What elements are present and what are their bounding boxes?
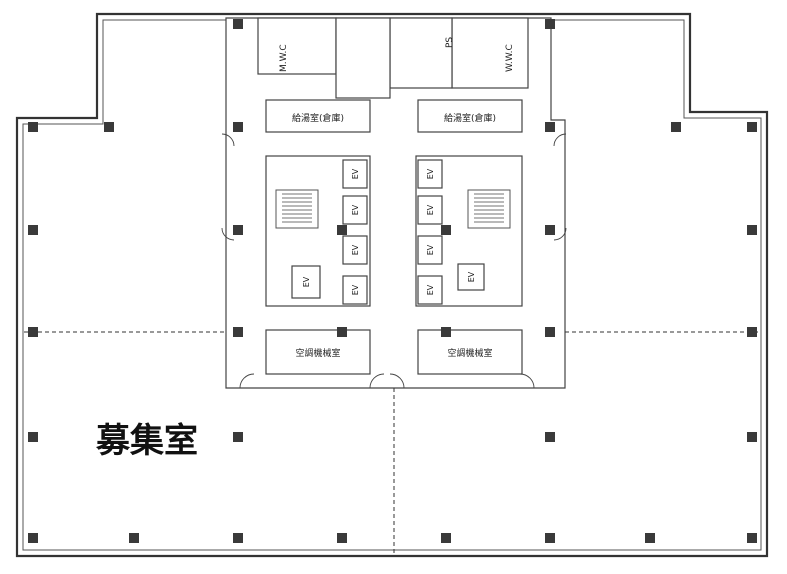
- structural-column: [28, 533, 38, 543]
- restroom-right-room: [451, 17, 529, 89]
- structural-column: [671, 122, 681, 132]
- elevator-car: EV: [457, 263, 485, 291]
- structural-column: [747, 122, 757, 132]
- door-bottom-center: [369, 373, 385, 389]
- structural-column: [28, 122, 38, 132]
- elevator-label: EV: [351, 284, 360, 295]
- elevator-car: EV: [417, 235, 443, 265]
- structural-column: [545, 533, 555, 543]
- room-bottom-left: [265, 329, 371, 375]
- label-restroom-right: W.W.C: [505, 44, 515, 72]
- elevator-car: EV: [291, 265, 321, 299]
- stair-right: [467, 189, 511, 229]
- stair-left: [275, 189, 319, 229]
- service-left-room: [335, 17, 391, 99]
- label-restroom-left: M.W.C: [279, 44, 289, 72]
- structural-column: [645, 533, 655, 543]
- structural-column: [28, 327, 38, 337]
- room-top-right: [417, 99, 523, 133]
- elevator-label: EV: [302, 276, 311, 287]
- pantry-center-room: [389, 17, 453, 89]
- door-top-right: [553, 133, 567, 147]
- room-name-label: 募集室: [95, 421, 198, 461]
- structural-column: [747, 225, 757, 235]
- structural-column: [233, 432, 243, 442]
- door-top-left: [221, 133, 235, 147]
- structural-column: [545, 432, 555, 442]
- structural-column: [28, 225, 38, 235]
- structural-column: [545, 327, 555, 337]
- door-bottom-right: [519, 373, 535, 389]
- structural-column: [233, 533, 243, 543]
- structural-column: [747, 533, 757, 543]
- structural-column: [545, 225, 555, 235]
- structural-column: [233, 19, 243, 29]
- elevator-label: EV: [426, 168, 435, 179]
- structural-column: [337, 533, 347, 543]
- label-center-room: PS: [445, 37, 455, 48]
- structural-column: [233, 122, 243, 132]
- structural-column: [337, 225, 347, 235]
- elevator-car: EV: [417, 195, 443, 225]
- structural-column: [545, 19, 555, 29]
- room-bottom-right: [417, 329, 523, 375]
- outer-wall-inner: [22, 19, 762, 551]
- elevator-label: EV: [426, 244, 435, 255]
- elevator-car: EV: [342, 275, 368, 305]
- elevator-car: EV: [342, 159, 368, 189]
- outer-wall: [15, 12, 769, 558]
- door-bottom-center-2: [389, 373, 405, 389]
- structural-column: [747, 327, 757, 337]
- structural-column: [337, 327, 347, 337]
- structural-column: [233, 225, 243, 235]
- room-top-left: [265, 99, 371, 133]
- elevator-label: EV: [467, 271, 476, 282]
- structural-column: [747, 432, 757, 442]
- structural-column: [233, 327, 243, 337]
- structural-column: [129, 533, 139, 543]
- structural-column: [104, 122, 114, 132]
- structural-column: [441, 225, 451, 235]
- restroom-left-room: [257, 17, 337, 75]
- elevator-label: EV: [426, 284, 435, 295]
- structural-column: [28, 432, 38, 442]
- structural-column: [441, 327, 451, 337]
- elevator-car: EV: [342, 235, 368, 265]
- label-room-bottom-right: 空調機械室: [447, 347, 492, 359]
- door-right-middle: [553, 227, 567, 241]
- elevator-label: EV: [426, 204, 435, 215]
- structural-column: [441, 533, 451, 543]
- elevator-label: EV: [351, 168, 360, 179]
- door-left-middle: [221, 227, 235, 241]
- elevator-car: EV: [417, 159, 443, 189]
- elevator-car: EV: [417, 275, 443, 305]
- elevator-car: EV: [342, 195, 368, 225]
- label-room-top-right: 給湯室(倉庫): [444, 112, 496, 124]
- label-room-bottom-left: 空調機械室: [295, 347, 340, 359]
- label-room-top-left: 給湯室(倉庫): [292, 112, 344, 124]
- elevator-label: EV: [351, 204, 360, 215]
- structural-column: [545, 122, 555, 132]
- door-bottom-left: [239, 373, 255, 389]
- elevator-label: EV: [351, 244, 360, 255]
